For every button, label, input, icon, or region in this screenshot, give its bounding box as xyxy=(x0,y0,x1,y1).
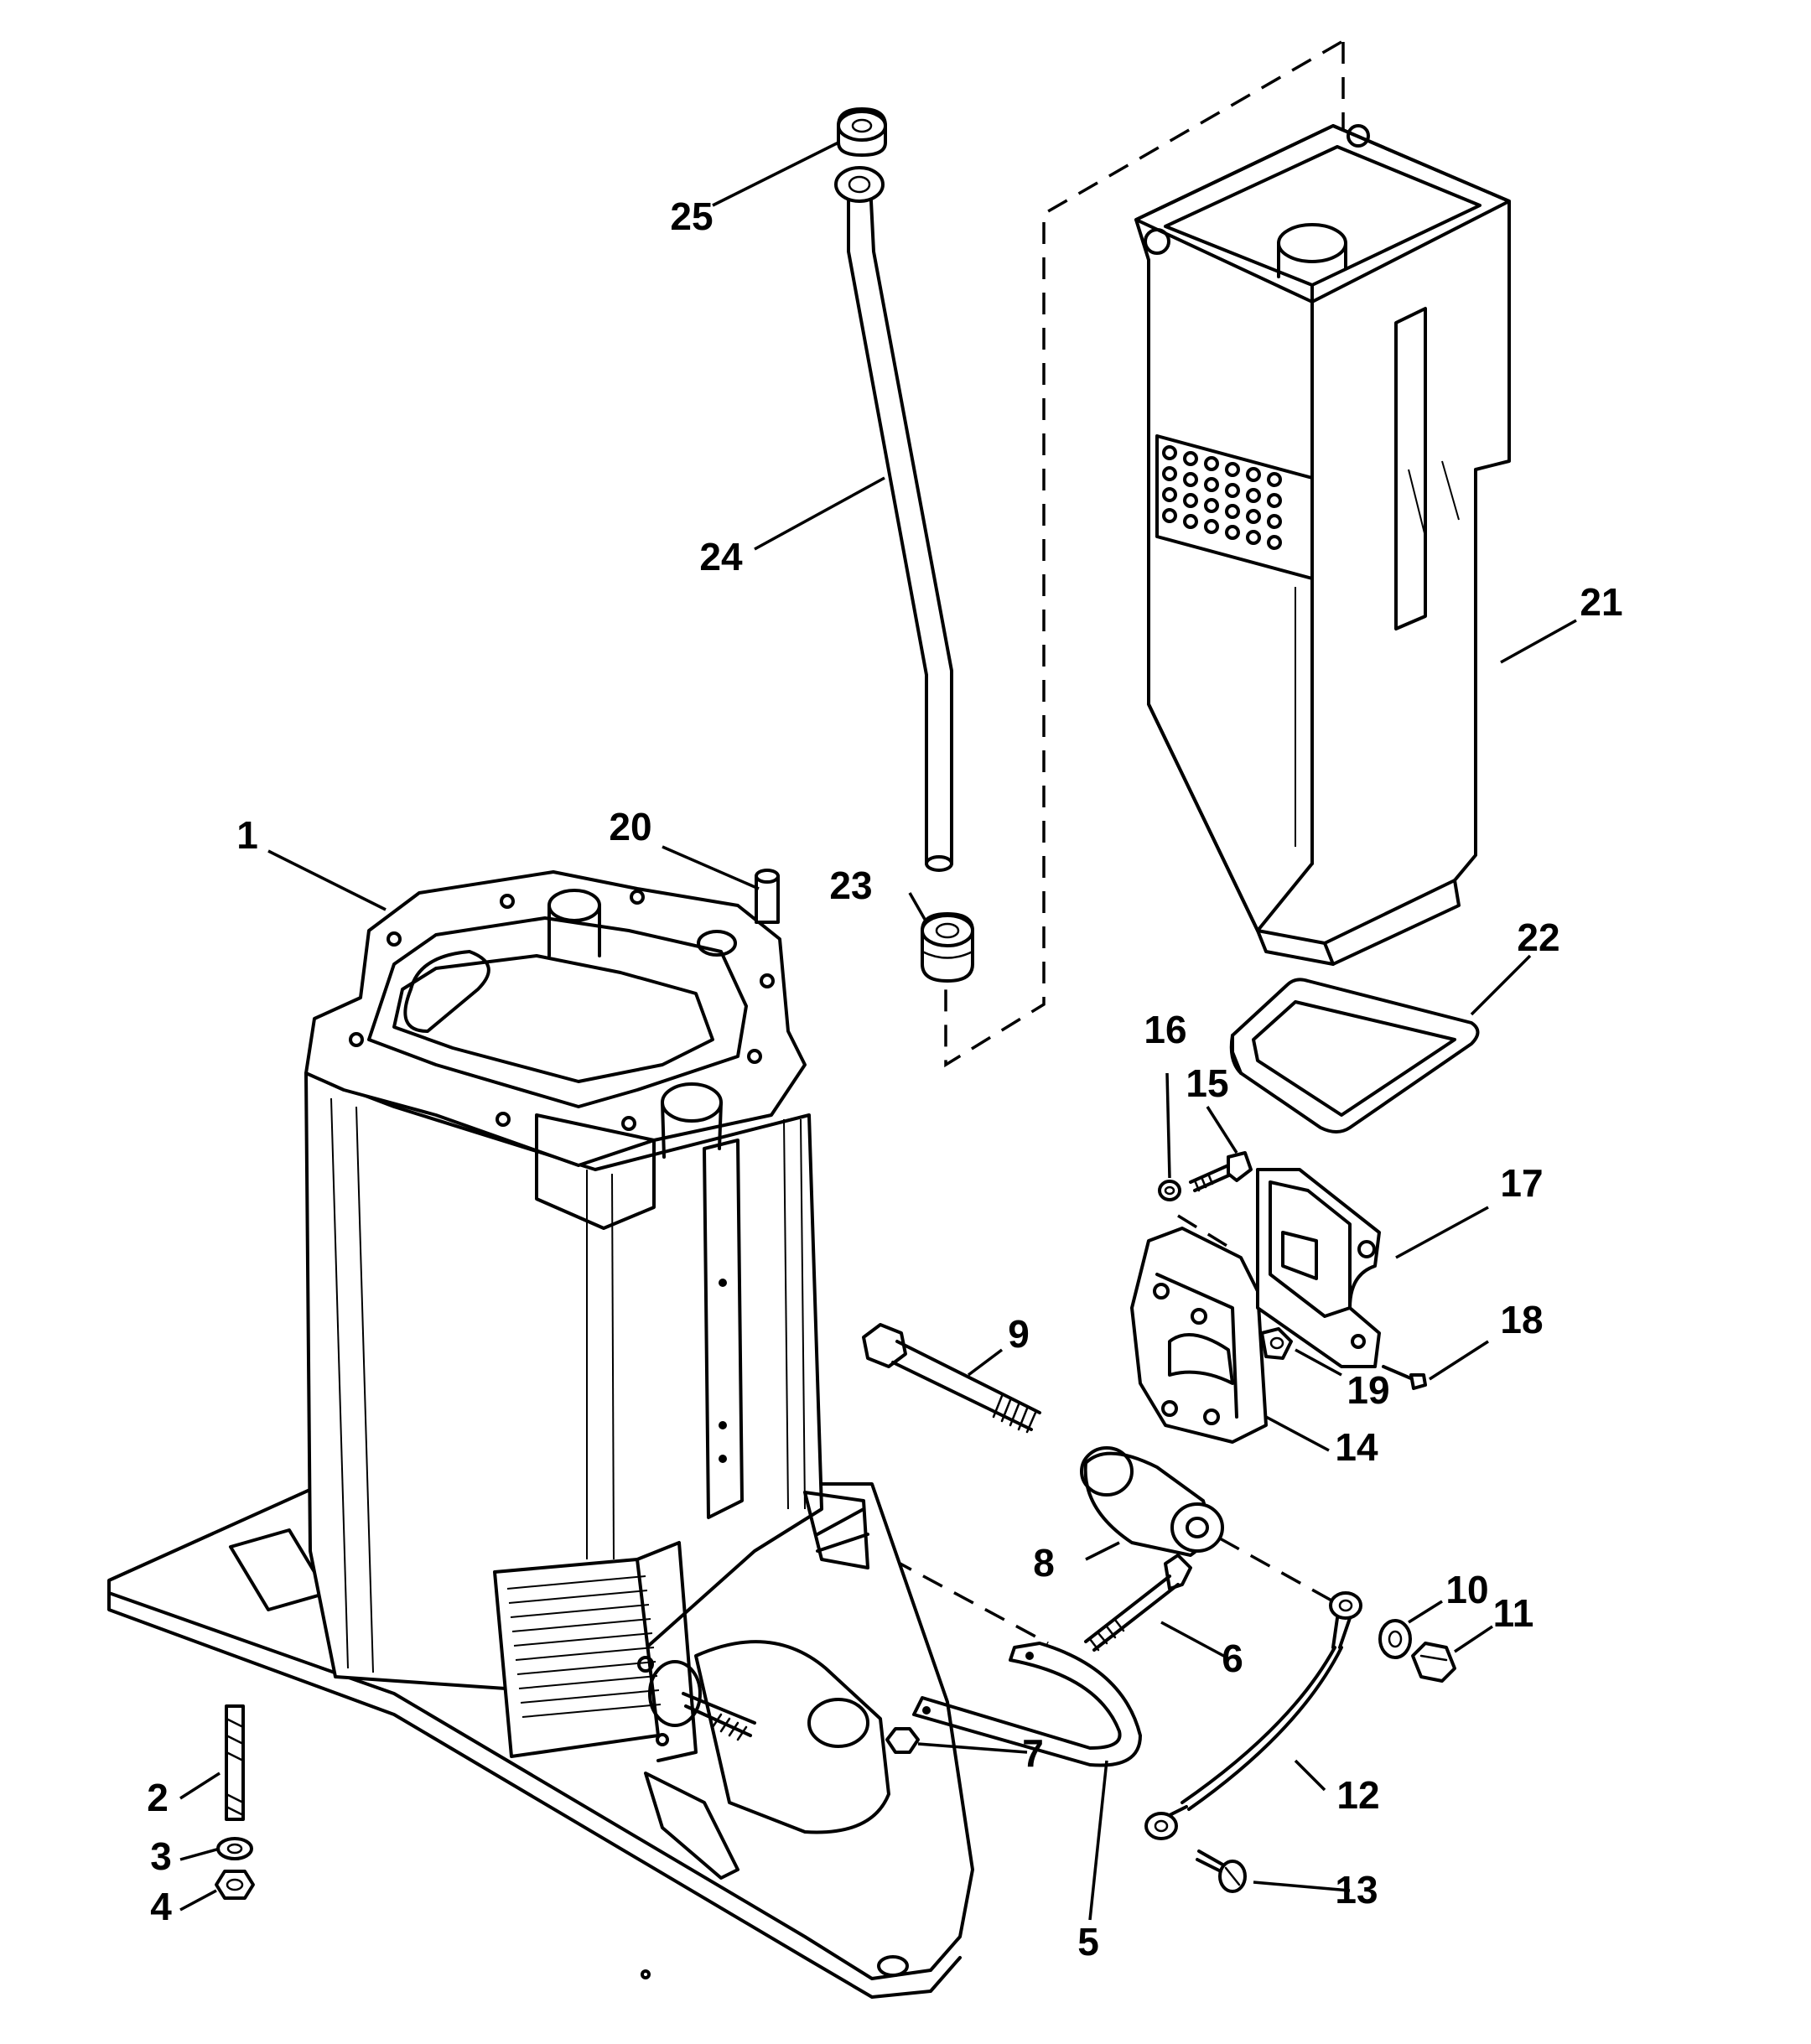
u-strap xyxy=(912,1642,1142,1767)
dowel-pin xyxy=(755,869,780,924)
callout-2: 2 xyxy=(147,1776,169,1819)
screw-18 xyxy=(1382,1365,1427,1390)
callout-labels: 1 2 3 4 5 6 7 8 9 10 11 12 13 14 15 16 1… xyxy=(147,195,1622,1964)
callout-16: 16 xyxy=(1144,1008,1186,1051)
callout-19: 19 xyxy=(1347,1368,1389,1412)
exhaust-tube xyxy=(1134,124,1511,966)
nut-7 xyxy=(885,1727,920,1754)
mount-bushing xyxy=(1080,1446,1224,1557)
screw-15 xyxy=(1189,1151,1253,1192)
stud-washer-nut xyxy=(215,1704,255,1900)
leader-lines xyxy=(179,141,1577,1921)
callout-6: 6 xyxy=(1222,1637,1243,1680)
nut-11 xyxy=(1411,1642,1456,1683)
callout-8: 8 xyxy=(1033,1541,1055,1585)
screw-19 xyxy=(1260,1327,1293,1360)
callout-21: 21 xyxy=(1580,580,1622,624)
callout-7: 7 xyxy=(1022,1731,1044,1775)
callout-5: 5 xyxy=(1077,1920,1099,1964)
callout-20: 20 xyxy=(609,805,651,848)
mount-housing xyxy=(1130,1227,1268,1444)
ground-strap xyxy=(1144,1591,1362,1840)
callout-18: 18 xyxy=(1500,1298,1543,1341)
callout-10: 10 xyxy=(1445,1568,1488,1611)
bolt-9 xyxy=(862,1323,1041,1434)
water-tube xyxy=(834,166,953,872)
washer-10 xyxy=(1378,1619,1412,1659)
callout-14: 14 xyxy=(1335,1425,1378,1469)
bolt-6 xyxy=(1084,1554,1192,1652)
washer-16 xyxy=(1158,1180,1181,1201)
callout-3: 3 xyxy=(150,1834,172,1878)
cover-plate xyxy=(1256,1168,1381,1368)
callout-1: 1 xyxy=(236,813,258,857)
grommet-25 xyxy=(837,107,887,157)
callout-17: 17 xyxy=(1500,1161,1543,1205)
callout-25: 25 xyxy=(670,195,713,238)
callout-4: 4 xyxy=(150,1885,172,1928)
callout-9: 9 xyxy=(1008,1312,1030,1356)
callout-24: 24 xyxy=(699,535,743,578)
exhaust-seal xyxy=(1229,978,1480,1134)
callout-22: 22 xyxy=(1517,916,1559,959)
driveshaft-housing xyxy=(107,870,974,1999)
grommet-23 xyxy=(921,912,974,983)
callout-12: 12 xyxy=(1336,1773,1379,1817)
callout-11: 11 xyxy=(1493,1591,1534,1635)
callout-23: 23 xyxy=(829,864,872,907)
callout-15: 15 xyxy=(1186,1061,1228,1105)
screw-13 xyxy=(1196,1849,1247,1893)
callout-13: 13 xyxy=(1335,1868,1378,1912)
